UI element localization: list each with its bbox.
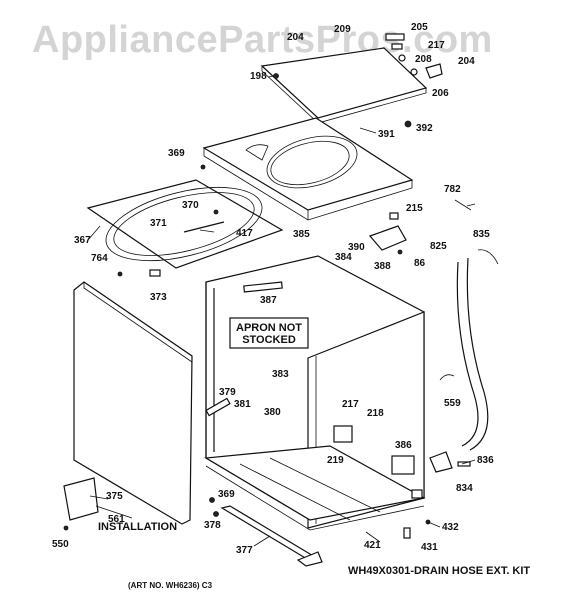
part-label: 835 — [473, 229, 490, 240]
part-label: 431 — [421, 542, 438, 553]
lid-assembly — [260, 33, 443, 128]
part-label: 550 — [52, 539, 69, 550]
part-label: 392 — [416, 123, 433, 134]
part-label: 204 — [287, 32, 304, 43]
part-label: 198 — [250, 71, 267, 82]
part-label: 825 — [430, 241, 447, 252]
part-label: 205 — [411, 22, 428, 33]
part-label: 390 — [348, 242, 365, 253]
part-label: 373 — [150, 292, 167, 303]
part-label: 367 — [74, 235, 91, 246]
part-label: 86 — [414, 258, 426, 269]
part-label: 559 — [444, 398, 461, 409]
tub-ring — [86, 179, 284, 269]
part-label: 834 — [456, 483, 473, 494]
apron-note-box — [229, 317, 309, 349]
part-label: 421 — [364, 540, 381, 551]
drain-hose-kit-label: WH49X0301-DRAIN HOSE EXT. KIT — [348, 565, 530, 577]
part-label: 371 — [150, 218, 167, 229]
part-label: 379 — [219, 387, 236, 398]
drain-hose — [429, 249, 499, 473]
part-label: 381 — [234, 399, 251, 410]
part-label: 219 — [327, 455, 344, 466]
part-label: 208 — [415, 54, 432, 65]
part-label: 386 — [395, 440, 412, 451]
part-label: 383 — [272, 369, 289, 380]
part-label: 378 — [204, 520, 221, 531]
apron-note-line2: STOCKED — [242, 334, 296, 346]
base-rail — [209, 497, 323, 567]
installation-label: INSTALLATION — [98, 521, 177, 533]
part-label: 209 — [334, 24, 351, 35]
apron-note-line1: APRON NOT — [236, 322, 302, 334]
part-label: 369 — [168, 148, 185, 159]
part-label: 387 — [260, 295, 277, 306]
part-label: 204 — [458, 56, 475, 67]
part-label: 764 — [91, 253, 108, 264]
part-label: 417 — [236, 228, 253, 239]
part-label: 218 — [367, 408, 384, 419]
part-label: 391 — [378, 129, 395, 140]
part-label: 370 — [182, 200, 199, 211]
leader-lines — [87, 75, 476, 547]
part-label: 782 — [444, 184, 461, 195]
part-label: 375 — [106, 491, 123, 502]
top-cover — [202, 117, 414, 221]
part-label: 385 — [293, 229, 310, 240]
part-label: 432 — [442, 522, 459, 533]
part-label: 369 — [218, 489, 235, 500]
part-label: 217 — [428, 40, 445, 51]
part-label: 217 — [342, 399, 359, 410]
front-panel — [73, 281, 193, 525]
part-label: 377 — [236, 545, 253, 556]
cabinet — [204, 255, 426, 531]
part-label: 384 — [335, 252, 352, 263]
part-label: 206 — [432, 88, 449, 99]
part-number-labels: 209 205 204 217 208 204 206 198 392 391 … — [52, 22, 494, 556]
part-label: 215 — [406, 203, 423, 214]
watermark-text: AppliancePartsPros.com — [32, 19, 493, 61]
part-label: 380 — [264, 407, 281, 418]
art-number: (ART NO. WH6236) C3 — [128, 581, 213, 590]
part-label: 836 — [477, 455, 494, 466]
part-label: 388 — [374, 261, 391, 272]
part-label: 561 — [108, 514, 125, 525]
